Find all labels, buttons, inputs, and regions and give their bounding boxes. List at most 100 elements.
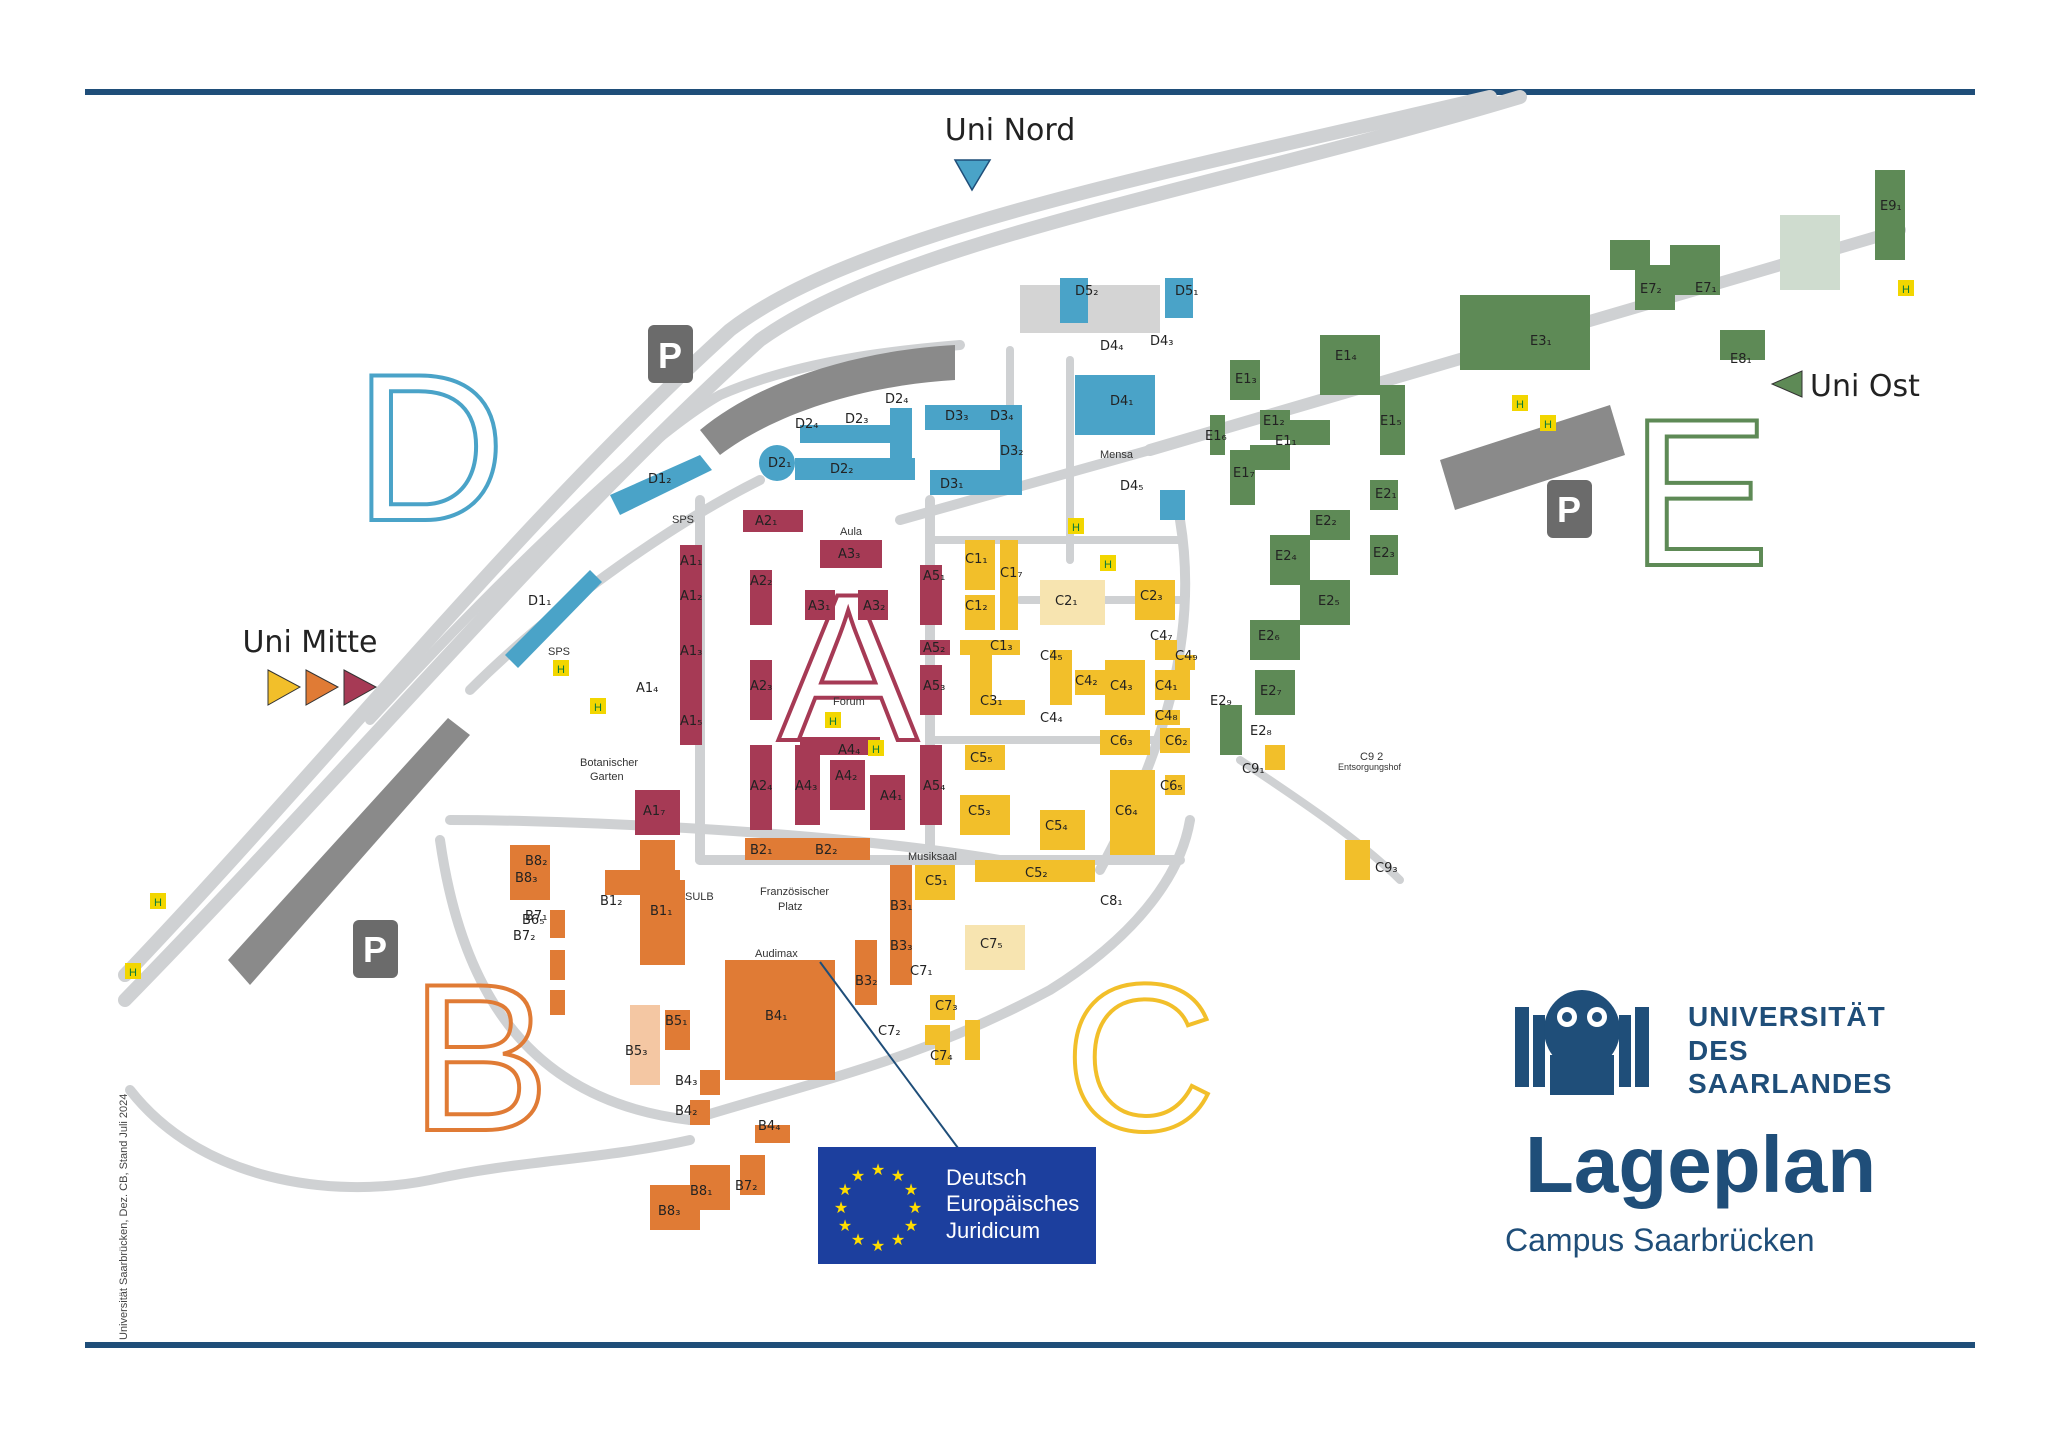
svg-text:SPS: SPS [548,646,570,658]
svg-text:★: ★ [891,1230,905,1249]
svg-text:B6₅: B6₅ [522,913,544,928]
entrance-arrow-icon [1770,370,1803,398]
bus-stop-icon[interactable]: H [553,660,569,676]
entrance-uni-ost[interactable]: Uni Ost [1770,369,1920,404]
svg-text:E1₄: E1₄ [1335,349,1357,364]
parking-sign-north[interactable]: P [648,325,693,383]
bus-stop-icon[interactable]: H [590,698,606,714]
svg-text:B3₁: B3₁ [890,899,912,914]
svg-text:H: H [557,664,565,676]
university-name: UNIVERSITÄT DES SAARLANDES [1688,1000,1892,1101]
page-subtitle: Campus Saarbrücken [1505,1222,1815,1258]
svg-text:E8₁: E8₁ [1730,352,1752,367]
svg-text:E7₂: E7₂ [1640,282,1662,297]
svg-text:E2₇: E2₇ [1260,684,1282,699]
svg-text:C6₄: C6₄ [1115,804,1138,819]
svg-text:Audimax: Audimax [755,948,798,960]
svg-text:C4₉: C4₉ [1175,649,1198,664]
bus-stop-icon[interactable]: H [1100,555,1116,571]
eu-pointer-line [819,961,959,1149]
svg-text:★: ★ [838,1216,852,1235]
university-name-line2: DES [1688,1034,1749,1066]
svg-text:B1₂: B1₂ [600,894,622,909]
parking-areas [228,215,1840,985]
svg-text:C9₁: C9₁ [1242,762,1265,777]
parking-icon [353,920,398,978]
svg-text:C1₇: C1₇ [1000,566,1023,581]
svg-text:D5₂: D5₂ [1075,284,1099,299]
parking-sign-east[interactable]: P [1547,480,1592,538]
svg-text:Forum: Forum [833,696,865,708]
svg-text:A5₁: A5₁ [923,569,945,584]
svg-text:E2₂: E2₂ [1315,514,1337,529]
svg-text:C3₁: C3₁ [980,694,1003,709]
svg-text:B5₃: B5₃ [625,1044,647,1059]
svg-text:H: H [872,744,880,756]
svg-text:E2₃: E2₃ [1373,546,1395,561]
entrance-uni-nord[interactable]: Uni Nord [945,113,1076,192]
bus-stop-icon[interactable]: H [1898,280,1914,296]
bus-stop-icon[interactable]: H [150,893,166,909]
svg-text:C6₃: C6₃ [1110,734,1133,749]
svg-text:H: H [129,967,137,979]
svg-text:Aula: Aula [840,526,863,538]
bottom-frame-line [85,1342,1975,1348]
svg-text:A1₃: A1₃ [680,644,702,659]
svg-text:B8₃: B8₃ [658,1204,680,1219]
svg-text:C6₂: C6₂ [1165,734,1188,749]
svg-text:B4₃: B4₃ [675,1074,697,1089]
svg-text:C5₄: C5₄ [1045,819,1068,834]
bus-stop-icon[interactable]: H [1512,395,1528,411]
svg-text:B4₄: B4₄ [758,1119,780,1134]
svg-text:Botanischer: Botanischer [580,757,638,769]
svg-text:C6₅: C6₅ [1160,779,1183,794]
svg-text:A2₄: A2₄ [750,779,772,794]
entrance-uni-mitte[interactable]: Uni Mitte [242,625,378,706]
svg-text:A2₃: A2₃ [750,679,772,694]
svg-text:D2₃: D2₃ [845,412,869,427]
entrance-arrow-icon [267,669,302,706]
svg-text:★: ★ [851,1166,865,1185]
eu-box-line2: Europäisches [946,1191,1080,1217]
bus-stop-icon[interactable]: H [1540,415,1556,431]
svg-text:B4₂: B4₂ [675,1104,697,1119]
svg-text:E1₃: E1₃ [1235,372,1257,387]
svg-text:★: ★ [908,1198,922,1217]
svg-text:SULB: SULB [685,891,714,903]
svg-text:Uni Mitte: Uni Mitte [242,625,377,660]
svg-text:C5₃: C5₃ [968,804,991,819]
svg-text:P: P [363,929,387,970]
svg-text:A1₂: A1₂ [680,589,702,604]
svg-text:D3₁: D3₁ [940,477,964,492]
svg-text:C4₈: C4₈ [1155,709,1178,724]
svg-text:D2₂: D2₂ [830,462,854,477]
bus-stop-icon[interactable]: H [868,740,884,756]
bus-stop-icon[interactable]: H [1068,518,1084,534]
svg-text:★: ★ [904,1216,918,1235]
svg-text:C7₅: C7₅ [980,937,1003,952]
entrance-arrow-icon [305,669,340,706]
svg-text:B8₂: B8₂ [525,854,547,869]
svg-text:C4₄: C4₄ [1040,711,1063,726]
svg-text:C7₁: C7₁ [910,964,933,979]
parking-sign-west[interactable]: P [353,920,398,978]
svg-text:E1₇: E1₇ [1233,466,1255,481]
svg-text:B8₃: B8₃ [515,871,537,886]
svg-text:D3₂: D3₂ [1000,444,1024,459]
svg-text:D4₃: D4₃ [1150,334,1174,349]
svg-text:H: H [594,702,602,714]
svg-text:D4₅: D4₅ [1120,479,1144,494]
svg-text:C9₃: C9₃ [1375,861,1398,876]
eu-box-line3: Juridicum [946,1217,1041,1243]
svg-text:A4₃: A4₃ [795,779,817,794]
bus-stop-icon[interactable]: H [825,712,841,728]
svg-text:★: ★ [871,1160,885,1179]
svg-text:B5₁: B5₁ [665,1014,687,1029]
eu-juridicum-box[interactable]: ★★★ ★★★ ★★★ ★★★ Deutsch Europäisches Jur… [818,1147,1096,1264]
eu-box-line1: Deutsch [946,1165,1027,1190]
university-name-line3: SAARLANDES [1688,1068,1893,1100]
svg-text:B4₁: B4₁ [765,1009,787,1024]
bus-stop-icon[interactable]: H [125,963,141,979]
svg-text:B2₁: B2₁ [750,843,772,858]
